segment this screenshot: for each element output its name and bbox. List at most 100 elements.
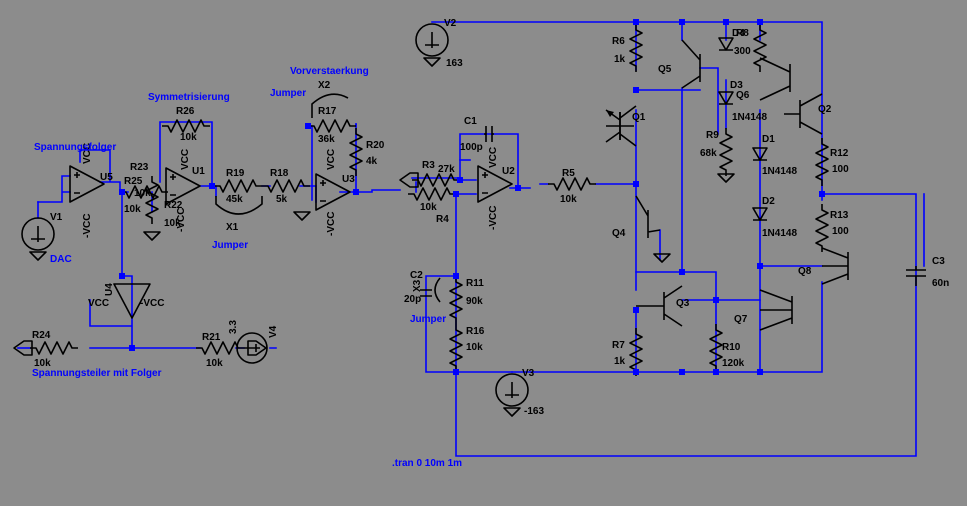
spice-directive[interactable]: .tran 0 10m 1m xyxy=(392,458,462,469)
resistor-r26[interactable]: R26 10k xyxy=(161,106,211,143)
d3-value: 1N4148 xyxy=(732,112,767,123)
resistor-r20[interactable]: R20 4k xyxy=(349,127,385,177)
v2-value: 163 xyxy=(446,58,463,69)
resistor-r16[interactable]: R16 10k xyxy=(449,323,485,373)
transistor-q2[interactable]: Q2 xyxy=(784,93,832,135)
v4-value: 3.3 xyxy=(228,320,239,334)
r22-value: 10k xyxy=(164,218,181,229)
r3-value: 27k xyxy=(438,164,455,175)
opamp-u2[interactable]: U2 VCC -VCC xyxy=(477,147,515,230)
r13-value: 100 xyxy=(832,226,849,237)
comment-vorverstaerkung: Vorverstaerkung xyxy=(290,66,369,77)
r25-ref: R25 xyxy=(124,176,143,187)
opamp-u5[interactable]: U5 VCC -VCC xyxy=(69,143,113,238)
d1-ref: D1 xyxy=(762,134,775,145)
r22-ref: R22 xyxy=(164,200,183,211)
u2-vcc-label: VCC xyxy=(488,147,499,168)
diode-d3[interactable]: D3 1N4148 xyxy=(718,80,767,123)
junctions xyxy=(119,19,825,375)
r8-value: 300 xyxy=(734,46,751,57)
c1-value: 100p xyxy=(460,142,483,153)
diode-d4[interactable]: D4 xyxy=(718,28,745,51)
transistor-q5[interactable]: Q5 xyxy=(658,39,701,89)
transistor-q7[interactable]: Q7 xyxy=(734,289,793,331)
v2-ref: V2 xyxy=(444,18,457,29)
voltage-source-v4[interactable]: V4 3.3 xyxy=(228,320,279,364)
r7-value: 1k xyxy=(614,356,626,367)
comment-jumper-3: Jumper xyxy=(410,314,446,325)
u2-neg-vcc-label: -VCC xyxy=(488,206,499,230)
capacitor-c3[interactable]: C3 60n xyxy=(906,256,949,289)
resistor-r6[interactable]: R6 1k xyxy=(612,23,643,73)
resistor-r10[interactable]: R10 120k xyxy=(709,323,745,373)
u5-ref: U5 xyxy=(100,172,113,183)
r11-ref: R11 xyxy=(466,278,484,289)
resistor-r8[interactable]: R8 300 xyxy=(734,23,767,73)
u1-neg-vcc-label: -VCC xyxy=(176,208,187,232)
r19-value: 45k xyxy=(226,194,243,205)
opamp-u3[interactable]: U3 VCC -VCC xyxy=(315,149,355,236)
r8-ref: R8 xyxy=(736,28,749,39)
resistor-r18[interactable]: R18 5k xyxy=(261,168,311,205)
q4-ref: Q4 xyxy=(612,228,626,239)
resistor-r13[interactable]: R13 100 xyxy=(815,203,849,253)
resistor-r21[interactable]: R21 10k xyxy=(195,332,245,369)
diode-d1[interactable]: D1 1N4148 xyxy=(752,134,797,177)
r20-value: 4k xyxy=(366,156,378,167)
r21-value: 10k xyxy=(206,358,223,369)
voltage-source-v3[interactable]: V3 -163 xyxy=(495,368,544,417)
resistor-r11[interactable]: R11 90k xyxy=(449,275,484,325)
resistor-r25[interactable]: R25 10k R22 10k xyxy=(124,175,183,241)
r17-value: 36k xyxy=(318,134,335,145)
r17-ref: R17 xyxy=(318,106,337,117)
opamp-u1[interactable]: U1 VCC -VCC xyxy=(165,149,205,232)
capacitor-c2[interactable]: C2 20p xyxy=(404,270,432,305)
u4-vcc-label: VCC xyxy=(88,298,109,309)
r25-value: 10k xyxy=(124,204,141,215)
d2-ref: D2 xyxy=(762,196,775,207)
v3-ref: V3 xyxy=(522,368,535,379)
q1-ref: Q1 xyxy=(632,112,646,123)
transistor-q8[interactable]: Q8 xyxy=(798,247,849,285)
resistor-r23[interactable]: R23 10k xyxy=(119,162,169,199)
jumper-x3[interactable]: X3 xyxy=(412,277,441,303)
r23-value: 10k xyxy=(134,188,151,199)
transistor-q6[interactable]: Q6 xyxy=(736,57,791,101)
opamp-u4[interactable]: U4 VCC -VCC xyxy=(88,283,164,319)
u1-ref: U1 xyxy=(192,166,205,177)
resistor-r17[interactable]: R17 36k xyxy=(307,106,357,145)
r19-ref: R19 xyxy=(226,168,245,179)
v3-value: -163 xyxy=(524,406,544,417)
r26-ref: R26 xyxy=(176,106,195,117)
jumper-x2[interactable]: X2 xyxy=(311,80,349,118)
resistor-r9[interactable]: R9 68k xyxy=(700,127,735,183)
jumper-x1[interactable]: X1 xyxy=(215,196,263,233)
r5-ref: R5 xyxy=(562,168,575,179)
resistor-r5[interactable]: R5 10k xyxy=(547,168,597,205)
voltage-source-v1[interactable]: V1 DAC xyxy=(21,212,72,265)
diode-d2[interactable]: D2 1N4148 xyxy=(752,196,797,239)
transistor-q3[interactable]: Q3 xyxy=(636,285,690,327)
r9-ref: R9 xyxy=(706,130,719,141)
r20-ref: R20 xyxy=(366,140,385,151)
resistor-r3[interactable]: R3 27k xyxy=(399,160,461,188)
transistor-q1[interactable]: Q1 xyxy=(605,105,646,147)
q2-ref: Q2 xyxy=(818,104,832,115)
comment-spannungsteiler: Spannungsteiler mit Folger xyxy=(32,368,162,379)
q6-ref: Q6 xyxy=(736,90,750,101)
capacitor-c1[interactable]: C1 100p xyxy=(460,116,494,153)
resistor-r7[interactable]: R7 1k xyxy=(612,327,643,377)
transistor-q4[interactable]: Q4 xyxy=(612,195,671,263)
resistor-r24[interactable]: R24 10k xyxy=(13,330,79,369)
resistor-r12[interactable]: R12 100 xyxy=(815,137,849,187)
r16-ref: R16 xyxy=(466,326,485,337)
c2-value: 20p xyxy=(404,294,421,305)
u3-neg-vcc-label: -VCC xyxy=(326,212,337,236)
r9-value: 68k xyxy=(700,148,717,159)
v4-ref: V4 xyxy=(268,325,279,338)
d4-ref: D4 xyxy=(732,28,745,39)
c1-ref: C1 xyxy=(464,116,477,127)
resistor-r19[interactable]: R19 45k xyxy=(213,168,263,205)
voltage-source-v2[interactable]: V2 163 xyxy=(415,18,463,69)
resistor-r4[interactable]: 10k R4 xyxy=(407,187,457,225)
